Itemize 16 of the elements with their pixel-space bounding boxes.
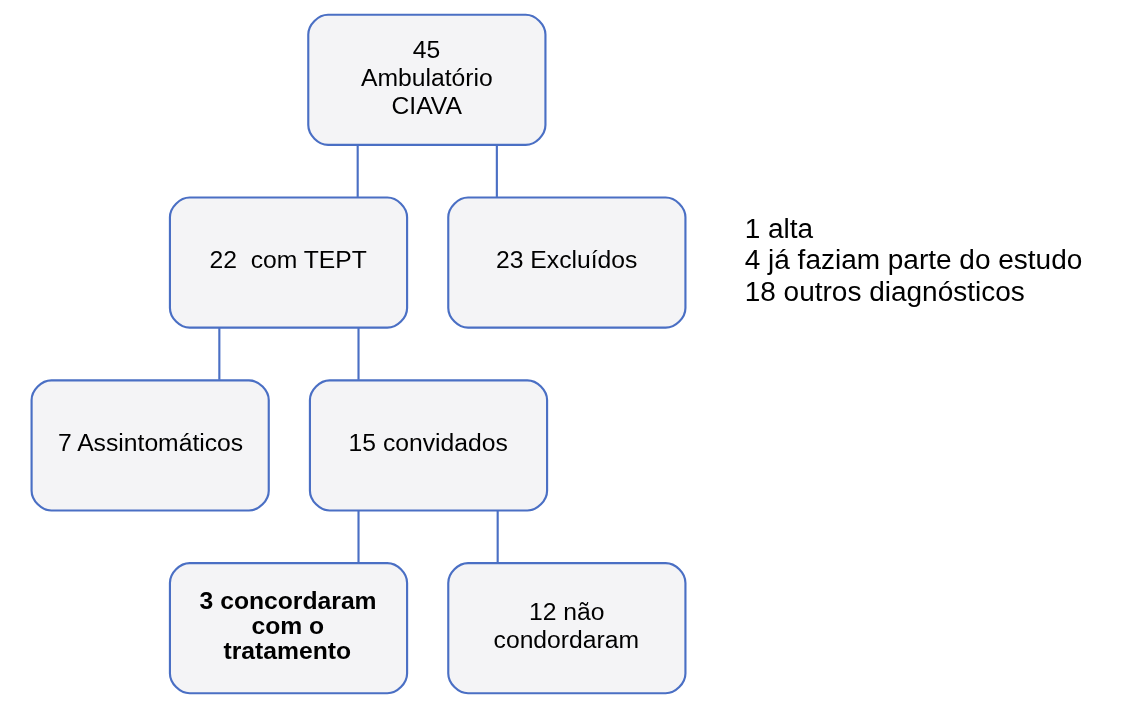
connector: [357, 328, 360, 380]
node-box: 23 Excluídos: [447, 196, 687, 329]
connector: [496, 510, 499, 563]
node-box: 12 não condordaram: [447, 562, 687, 695]
connector: [357, 510, 360, 563]
node-box: 22 com TEPT: [168, 196, 409, 329]
connector: [495, 145, 498, 197]
node-label: 4 já faziam parte do estudo: [744, 244, 1083, 276]
node-box: 15 convidados: [308, 379, 549, 512]
node-box: 3 concordaram com o tratamento: [168, 562, 409, 695]
node-label: 1 alta: [744, 213, 814, 245]
connector: [218, 328, 221, 380]
connector: [356, 145, 359, 197]
node-box: 45 Ambulatório CIAVA: [307, 13, 547, 146]
node-label: 18 outros diagnósticos: [744, 275, 1025, 307]
node-box: 7 Assintomáticos: [30, 379, 270, 512]
